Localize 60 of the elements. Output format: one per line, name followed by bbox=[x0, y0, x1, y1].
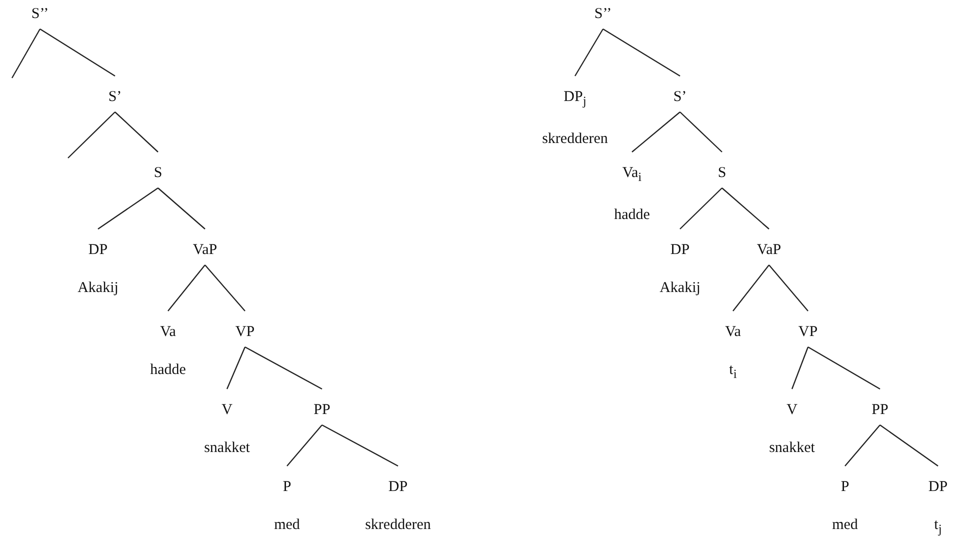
category-label: DP bbox=[88, 241, 108, 259]
category-label: S bbox=[718, 164, 726, 182]
category-label: S’’ bbox=[31, 5, 49, 23]
tree-branch bbox=[68, 112, 116, 158]
tree-branch bbox=[880, 424, 938, 466]
word-label: snakket bbox=[204, 439, 250, 457]
tree-branch bbox=[168, 264, 206, 312]
tree-branch bbox=[158, 188, 206, 230]
tree-branch bbox=[791, 346, 809, 390]
tree-branch bbox=[680, 112, 722, 152]
category-label: VP bbox=[235, 323, 255, 341]
tree-branch bbox=[286, 424, 322, 466]
category-label: VaP bbox=[192, 241, 218, 259]
tree-branch bbox=[632, 112, 680, 152]
tree-branch bbox=[574, 28, 604, 76]
tree-branch bbox=[602, 28, 680, 77]
tree-branch bbox=[722, 188, 770, 230]
category-label: PP bbox=[872, 401, 888, 419]
category-label: S’ bbox=[108, 88, 122, 106]
category-label: S bbox=[154, 164, 162, 182]
tree-branch bbox=[732, 264, 770, 312]
tree-branch bbox=[204, 264, 246, 312]
category-label: Va bbox=[725, 323, 741, 341]
category-label: DP$_{j}$ bbox=[564, 88, 586, 110]
tree-branch bbox=[244, 346, 322, 390]
word-label: t$_{i}$ bbox=[729, 361, 737, 383]
category-label: PP bbox=[314, 401, 330, 419]
word-label: Akakij bbox=[660, 279, 700, 297]
word-label: t$_{j}$ bbox=[934, 516, 942, 538]
category-label: Va$_{i}$ bbox=[622, 164, 642, 186]
tree-branch bbox=[226, 346, 246, 390]
category-label: VP bbox=[798, 323, 818, 341]
word-label: skredderen bbox=[365, 516, 431, 534]
tree-branch bbox=[844, 424, 880, 466]
word-label: med bbox=[274, 516, 300, 534]
category-label: S’’ bbox=[594, 5, 612, 23]
category-label: VaP bbox=[756, 241, 782, 259]
word-label: hadde bbox=[150, 361, 186, 379]
category-label: Va bbox=[160, 323, 176, 341]
category-label: S’ bbox=[673, 88, 687, 106]
category-label: P bbox=[840, 478, 850, 496]
tree-branch bbox=[98, 188, 158, 230]
category-label: DP bbox=[670, 241, 690, 259]
category-label: P bbox=[282, 478, 292, 496]
category-label: DP bbox=[928, 478, 948, 496]
tree-branch bbox=[114, 112, 158, 152]
word-label: Akakij bbox=[78, 279, 118, 297]
word-label: hadde bbox=[614, 206, 650, 224]
tree-branch bbox=[768, 264, 808, 312]
tree-branch bbox=[11, 28, 41, 78]
word-label: skredderen bbox=[542, 130, 608, 148]
word-label: med bbox=[832, 516, 858, 534]
word-label: snakket bbox=[769, 439, 815, 457]
tree-branch bbox=[808, 346, 880, 390]
category-label: V bbox=[222, 401, 232, 419]
category-label: DP bbox=[388, 478, 408, 496]
tree-branch bbox=[322, 424, 398, 467]
tree-branch bbox=[40, 28, 116, 76]
category-label: V bbox=[786, 401, 798, 419]
tree-branch bbox=[680, 188, 722, 230]
